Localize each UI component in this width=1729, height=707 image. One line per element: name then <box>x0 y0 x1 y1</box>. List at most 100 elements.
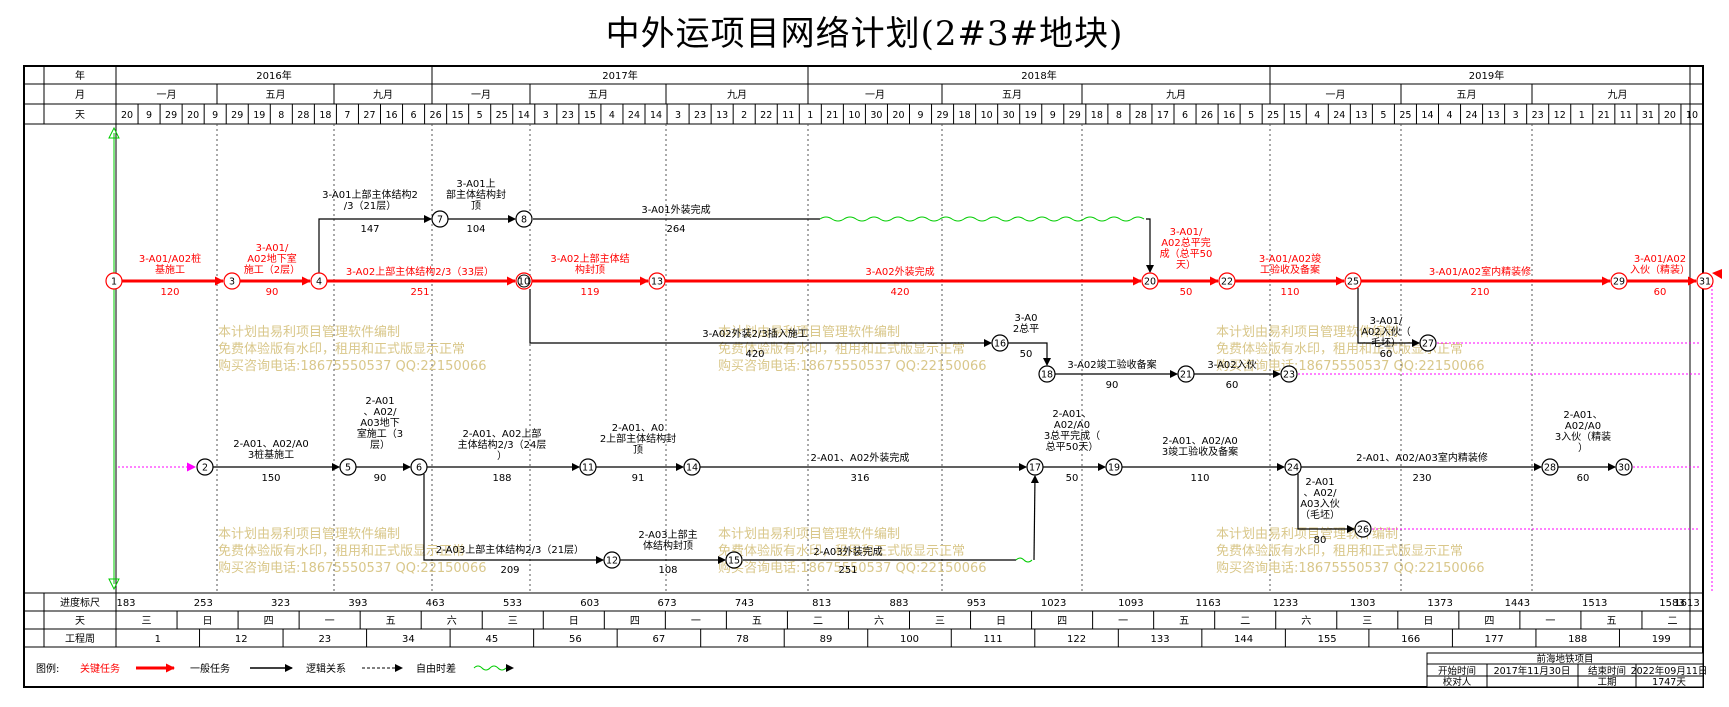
task-arrow-4-7 <box>318 215 432 273</box>
day-label: 20 <box>187 110 199 121</box>
week-cell: 100 <box>900 634 919 645</box>
day-label: 20 <box>121 110 133 121</box>
day-label: 30 <box>1003 110 1015 121</box>
day-label: 5 <box>1248 110 1254 121</box>
watermark-text: 本计划由易利项目管理软件编制 <box>718 527 900 542</box>
task-name-t28_30: A02/A0 <box>1565 421 1601 432</box>
task-name-t6_12: 2-A03上部主体结构2/3（21层） <box>436 543 584 556</box>
row-label-month: 月 <box>75 89 85 101</box>
info-end: 2022年09月11日 <box>1631 665 1708 677</box>
task-name-t2_5: 3桩基施工 <box>248 448 294 461</box>
task-name-t6_11: 2-A01、A02上部 <box>463 427 542 440</box>
week-cell: 45 <box>486 634 499 645</box>
task-name-t7_8: 部主体结构封 <box>446 188 506 201</box>
progress-tick: 1443 <box>1505 598 1530 609</box>
node-label-23: 23 <box>1283 370 1295 381</box>
day-label: 10 <box>981 110 993 121</box>
year-label: 2019年 <box>1469 69 1504 82</box>
task-name-t10_16: 3-A02外装2/3插入施工 <box>702 327 807 340</box>
day-label: 25 <box>496 110 508 121</box>
day-label: 3 <box>1513 110 1519 121</box>
watermark-text: 免费体验版有水印，租用和正式版显示正常 <box>1216 543 1463 559</box>
progress-tick: 463 <box>426 598 445 609</box>
weekday-cell: 六 <box>874 615 884 627</box>
task-arrows <box>108 126 1722 593</box>
month-label: 五月 <box>588 89 608 101</box>
day-label: 15 <box>1289 110 1301 121</box>
day-label: 23 <box>694 110 706 121</box>
day-label: 27 <box>363 110 375 121</box>
node-17 <box>1026 458 1044 476</box>
task-name-t20_22: A02总平完 <box>1161 236 1211 249</box>
task-name-t1_3: 基施工 <box>155 263 185 276</box>
weekday-cell: 日 <box>996 616 1006 627</box>
task-duration-t15_17: 251 <box>838 565 857 576</box>
weekday-cell: 三 <box>935 616 945 627</box>
free-float-wave-8-20 <box>819 216 1145 222</box>
weekday-cell: 五 <box>1179 616 1189 627</box>
task-name-t17_19: 2-A01、 <box>1052 409 1091 420</box>
watermark-text: 免费体验版有水印，租用和正式版显示正常 <box>218 341 465 357</box>
node-label-15: 15 <box>728 556 740 567</box>
node-label-12: 12 <box>606 556 618 567</box>
day-label: 5 <box>477 110 483 121</box>
week-cell: 111 <box>983 634 1002 645</box>
row-label-year: 年 <box>75 69 85 82</box>
legend-wave <box>473 665 507 671</box>
day-label: 23 <box>562 110 574 121</box>
day-label: 23 <box>1532 110 1544 121</box>
legend-free-float: 自由时差 <box>416 662 456 675</box>
progress-tick: 1163 <box>1195 598 1220 609</box>
task-name-t7_8: 3-A01上 <box>456 178 495 190</box>
day-label: 11 <box>1620 110 1632 121</box>
task-name-t7_8: 顶 <box>471 200 481 212</box>
day-label: 25 <box>1267 110 1279 121</box>
node-6 <box>410 458 428 476</box>
task-name-t16_18: 3-A0 <box>1015 313 1038 324</box>
day-label: 8 <box>278 110 284 121</box>
day-label: 11 <box>782 110 794 121</box>
progress-tick: 1093 <box>1118 598 1143 609</box>
month-label: 五月 <box>1457 89 1477 101</box>
day-label: 5 <box>1380 110 1386 121</box>
task-name-t28_30: 2-A01、 <box>1563 410 1602 421</box>
watermark-text: 购买咨询电话:18675550537 QQ:22150066 <box>218 358 487 374</box>
node-label-20: 20 <box>1144 277 1156 288</box>
node-2 <box>196 458 214 476</box>
task-name-t25_27: A02入伙（ <box>1361 326 1411 338</box>
task-arrow-6-12 <box>423 474 604 564</box>
task-duration-t17_19: 50 <box>1066 473 1079 484</box>
task-name-t6_11: ） <box>497 450 507 462</box>
progress-tick: 1023 <box>1041 598 1066 609</box>
week-cell: 78 <box>736 634 749 645</box>
day-label: 28 <box>297 110 309 121</box>
task-name-t29_31: 3-A01/A02 <box>1634 254 1686 265</box>
task-name-t17_19: 总平50天） <box>1046 440 1099 453</box>
day-label: 3 <box>675 110 681 121</box>
task-name-t28_30: 3入伙（精装 <box>1555 430 1611 443</box>
node-label-25: 25 <box>1347 277 1359 288</box>
task-name-t22_25: 工验收及备案 <box>1260 263 1320 276</box>
week-cell: 188 <box>1568 634 1587 645</box>
task-duration-t21_23: 60 <box>1226 380 1239 391</box>
node-label-13: 13 <box>651 277 663 288</box>
progress-tick: 393 <box>348 598 367 609</box>
legend-general: 一般任务 <box>190 662 230 675</box>
month-label: 九月 <box>727 89 747 101</box>
day-label: 18 <box>959 110 971 121</box>
task-duration-t14_17: 316 <box>850 473 869 484</box>
start-arrow-up <box>108 126 120 139</box>
watermark-text: 本计划由易利项目管理软件编制 <box>1216 325 1398 340</box>
node-10-inner <box>517 274 531 288</box>
task-name-t25_29: 3-A01/A02室内精装修 <box>1429 265 1531 278</box>
progress-tick: 1613 <box>1674 598 1699 609</box>
day-label: 28 <box>1135 110 1147 121</box>
info-checker-label: 校对人 <box>1443 676 1472 688</box>
free-float-wave-15-17 <box>1015 557 1033 563</box>
node-28 <box>1541 458 1559 476</box>
day-label: 14 <box>1421 110 1433 121</box>
day-label: 26 <box>1201 110 1213 121</box>
week-cell: 1 <box>155 634 161 645</box>
